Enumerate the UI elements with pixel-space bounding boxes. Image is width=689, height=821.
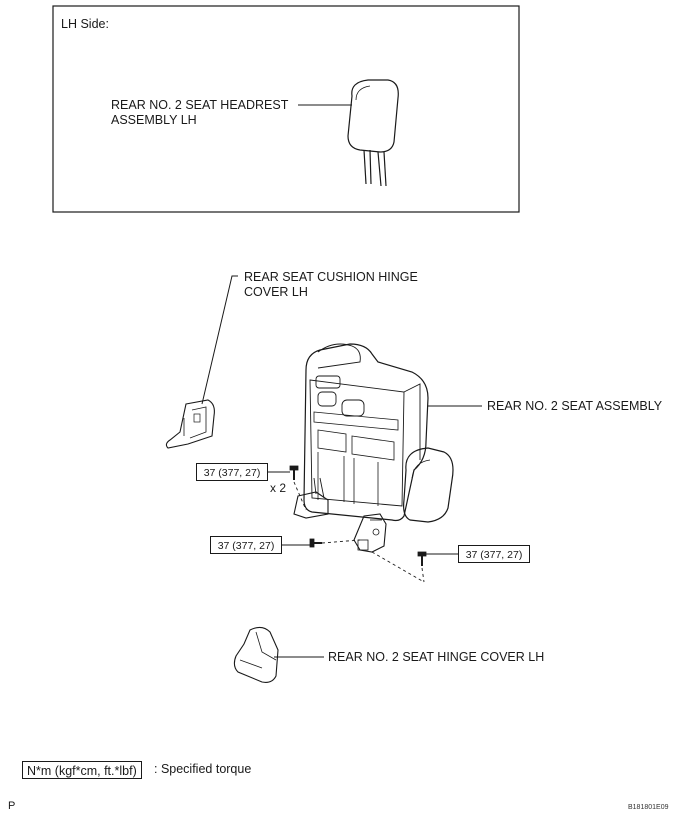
- bolt-count: x 2: [270, 481, 287, 495]
- seat-hinge-cover-illustration: [233, 626, 279, 683]
- seat-assembly-illustration: [303, 343, 454, 523]
- headrest-illustration: [347, 79, 399, 187]
- headrest-label: REAR NO. 2 SEAT HEADREST ASSEMBLY LH: [111, 98, 289, 127]
- page-letter: P: [8, 800, 16, 812]
- seat-hinge-cover-label: REAR NO. 2 SEAT HINGE COVER LH: [328, 650, 545, 664]
- legend-description: : Specified torque: [154, 762, 252, 776]
- lh-side-box: [52, 5, 520, 213]
- bolt-top-left: [289, 465, 299, 480]
- bolt-middle: [309, 538, 322, 548]
- legend-unit-box: N*m (kgf*cm, ft.*lbf): [22, 761, 142, 779]
- seat-assembly-label: REAR NO. 2 SEAT ASSEMBLY: [487, 399, 663, 413]
- left-bracket-illustration: [293, 477, 329, 519]
- bolt-right: [417, 551, 427, 566]
- right-hinge-illustration: [353, 513, 387, 553]
- torque-spec-1: 37 (377, 27): [196, 463, 268, 481]
- figure-code: B181801E09: [628, 804, 669, 811]
- torque-spec-2: 37 (377, 27): [210, 536, 282, 554]
- cushion-hinge-cover-illustration: [165, 399, 215, 449]
- cushion-hinge-cover-leader: [201, 275, 238, 405]
- dashed-guide-lines: [293, 481, 425, 583]
- cushion-hinge-cover-label: REAR SEAT CUSHION HINGE COVER LH: [244, 270, 418, 299]
- lh-side-title: LH Side:: [61, 17, 109, 31]
- torque-spec-3: 37 (377, 27): [458, 545, 530, 563]
